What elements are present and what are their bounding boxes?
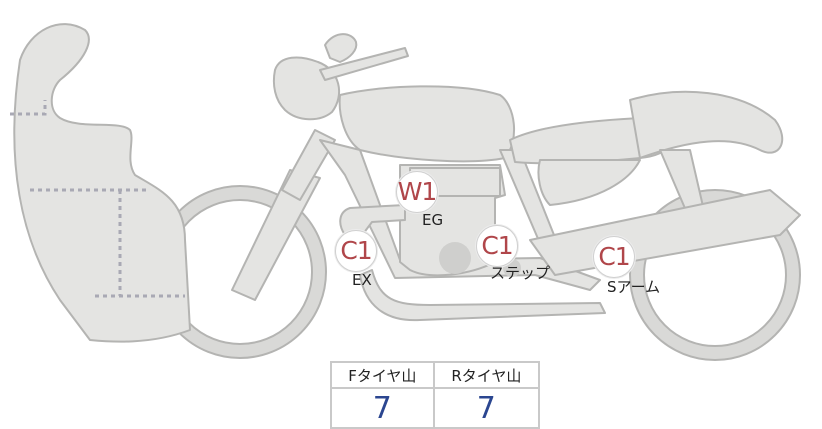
eg-condition-badge: W1	[396, 171, 438, 213]
step-label: ステップ	[490, 264, 551, 282]
frame-lower	[359, 269, 606, 322]
tyre-table-header-row: Fタイヤ山 Rタイヤ山	[330, 361, 541, 389]
sarm-condition-badge: C1	[593, 236, 635, 278]
fuel-tank	[338, 85, 516, 163]
frame	[319, 139, 601, 291]
fairing-seam	[10, 100, 47, 116]
rear-wheel	[629, 189, 801, 361]
handlebar	[324, 33, 358, 63]
tail	[629, 90, 784, 159]
sarm-label: Sアーム	[607, 278, 661, 296]
front-tyre-header: Fタイヤ山	[330, 361, 435, 389]
ex-label: EX	[352, 271, 372, 289]
engine-cover	[439, 242, 471, 274]
tyre-tread-table: Fタイヤ山 Rタイヤ山 7 7	[330, 361, 541, 429]
fork-tube	[281, 129, 336, 201]
rear-tyre-value: 7	[432, 387, 541, 429]
ex-condition-badge: C1	[335, 230, 377, 272]
tyre-table-value-row: 7 7	[330, 387, 541, 429]
eg-label: EG	[422, 211, 444, 229]
exhaust-pipe	[339, 204, 406, 239]
side-cover	[537, 159, 641, 206]
rear-tyre-header: Rタイヤ山	[432, 361, 541, 389]
handlebar-bar	[319, 47, 409, 81]
front-fairing	[13, 23, 191, 343]
front-tyre-value: 7	[330, 387, 435, 429]
step-condition-badge: C1	[476, 225, 518, 267]
